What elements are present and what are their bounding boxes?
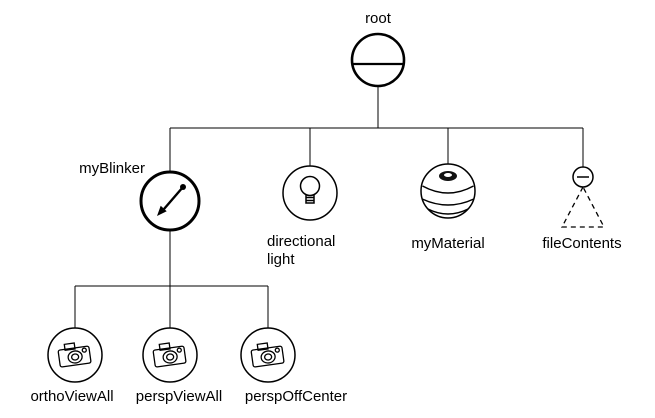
camera-icon — [250, 342, 285, 368]
node-root — [350, 32, 406, 88]
node-mymaterial — [420, 163, 476, 219]
mymaterial-label: myMaterial — [411, 235, 484, 252]
myblinker-label: myBlinker — [79, 160, 145, 177]
orthoviewall-label: orthoViewAll — [30, 388, 113, 405]
node-perspviewall — [142, 327, 198, 383]
camera-icon — [57, 342, 92, 368]
file-contents-icon — [560, 166, 606, 228]
root-label: root — [365, 10, 392, 27]
directional-light-label-line1: directional — [267, 233, 335, 250]
tree-edges — [74, 86, 584, 328]
filecontents-label: fileContents — [542, 235, 621, 252]
node-perspoffcenter — [240, 327, 296, 383]
material-sphere-icon — [420, 163, 476, 219]
light-bulb-icon — [282, 165, 338, 221]
perspviewall-label: perspViewAll — [136, 388, 222, 405]
separator-icon — [350, 32, 406, 88]
perspoffcenter-label: perspOffCenter — [245, 388, 347, 405]
blinker-arrow-icon — [139, 170, 201, 232]
node-directional-light — [282, 165, 338, 221]
directional-light-label-line2: light — [267, 251, 295, 268]
node-myblinker — [139, 170, 201, 232]
camera-icon — [152, 342, 187, 368]
node-filecontents — [560, 166, 606, 228]
node-orthoviewall — [47, 327, 103, 383]
